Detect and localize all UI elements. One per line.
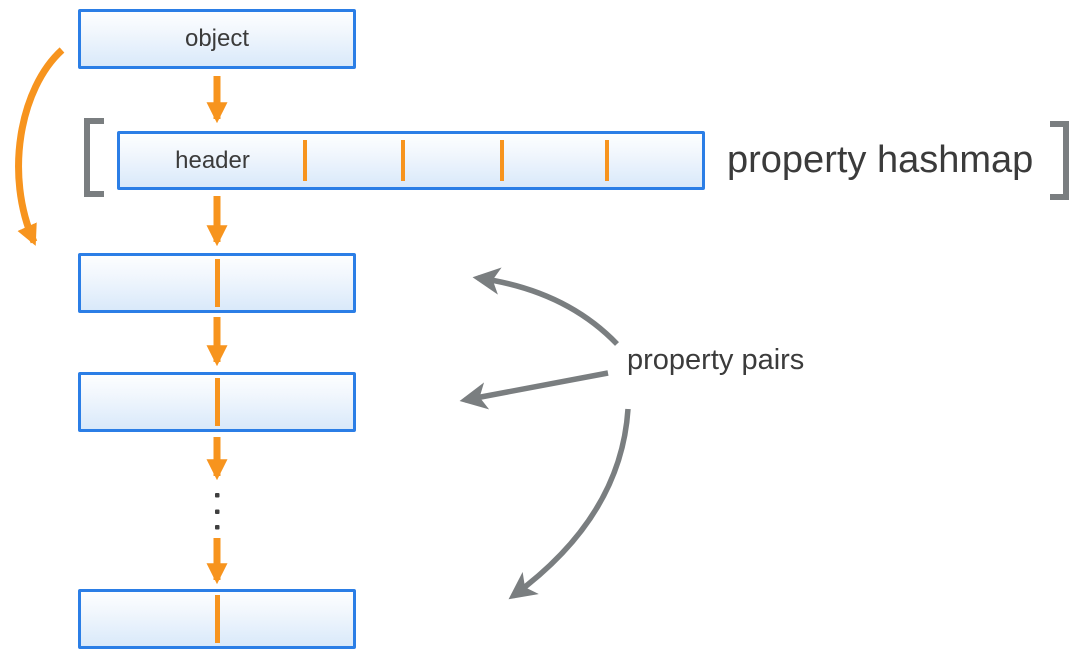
hashmap-caption: property hashmap [727,139,1034,181]
hashmap-cell-divider [605,140,609,181]
object-label: object [184,25,250,52]
pairs-caption: property pairs [627,344,805,376]
pair-node-2 [78,372,356,432]
pair-node-1 [78,253,356,313]
header-label: header [175,146,250,174]
hashmap-cell-divider [303,140,307,181]
pointer-arrow-to-pair2 [459,370,609,410]
hashmap-header-cell: header [120,134,305,187]
bracket-left-icon [84,118,104,197]
pointer-arrow-to-pair1 [472,267,619,346]
pair-node-3 [78,589,356,649]
curved-arrow-object-to-pair1 [15,47,65,246]
pair-divider [215,378,220,426]
pointer-arrow-to-pair3 [508,408,631,600]
pair-divider [215,595,220,643]
object-node: object [78,9,356,69]
hashmap-cell-divider [500,140,504,181]
bracket-right-icon [1050,121,1069,200]
ellipsis-dots-icon [215,493,220,530]
pair-divider [215,259,220,307]
hashmap-cell-divider [401,140,405,181]
hashmap-node: header [117,131,705,190]
